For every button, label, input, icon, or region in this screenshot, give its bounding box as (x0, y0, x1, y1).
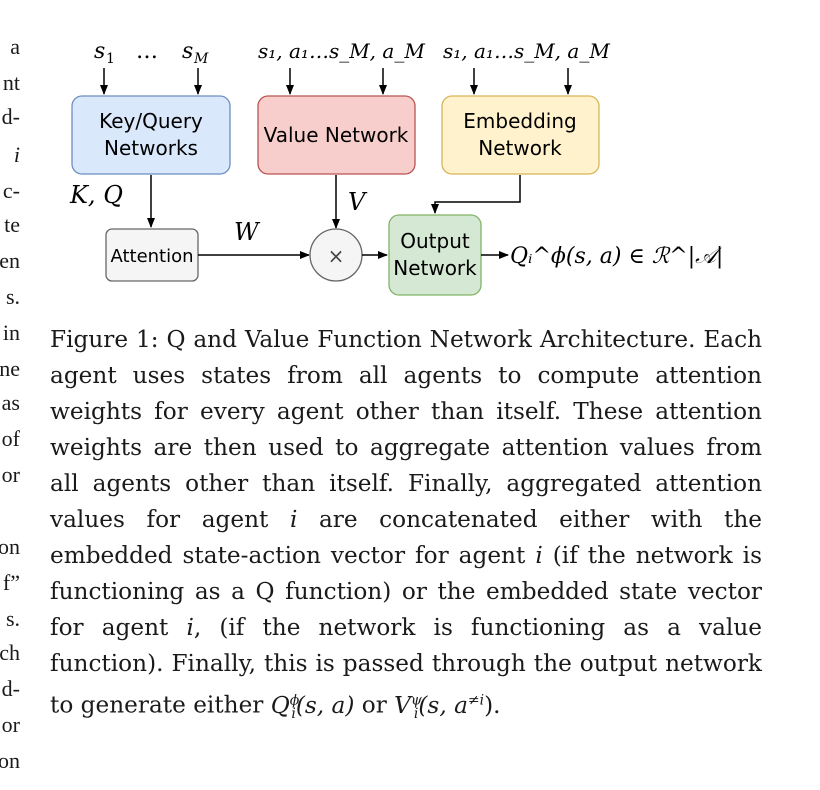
caption-body-2: are concatenated either with the embedde… (50, 506, 762, 569)
fragment: of (1, 426, 20, 451)
attention-label: Attention (110, 246, 193, 267)
fragment: c- (2, 178, 20, 203)
figure-title: Q and Value Function Network Architectur… (166, 326, 696, 353)
caption-body-3: (if the network is functioning as a Q fu… (50, 542, 762, 641)
fragment: or (1, 462, 20, 487)
fragment: en (0, 248, 20, 273)
output-label-2: Network (393, 256, 477, 280)
caption-body-1: Each agent uses states from all agents t… (50, 326, 762, 533)
value-network-label: Value Network (264, 123, 409, 147)
fragment: te (4, 212, 20, 237)
fragment: f” (2, 570, 20, 595)
fragment: a (10, 34, 20, 59)
v-args-close: ). (484, 691, 501, 719)
output-label-1: Output (400, 229, 470, 253)
caption-var-i: i (535, 542, 543, 569)
output-network-box (388, 214, 482, 296)
fragment: s. (5, 606, 20, 631)
fragment: on (0, 748, 20, 773)
v-args-sup: ≠i (467, 692, 485, 708)
fragment: d- (1, 104, 20, 129)
output-q-label: Qᵢ^ϕ(s, a) ∈ ℛ^|𝒜| (510, 244, 723, 269)
fragment: i (13, 142, 20, 167)
value-network-box (257, 95, 416, 175)
q-superscript: ϕ (289, 692, 300, 708)
architecture-diagram: s 1 … s M s₁, a₁…s_M, a_M s₁, a₁…s_M, a_… (0, 0, 820, 320)
caption-var-i: i (186, 614, 194, 641)
fragment: s. (5, 284, 20, 309)
key-query-inputs: s 1 … s M (94, 39, 209, 67)
q-subscript: i (291, 706, 296, 723)
key-query-networks-box (71, 95, 231, 175)
q-args: (s, a) (295, 691, 355, 719)
fragment: ne (0, 356, 20, 381)
arrow-embedding-to-output (431, 175, 521, 214)
multiply-icon: × (328, 244, 345, 268)
embedding-inputs: s₁, a₁…s_M, a_M (443, 39, 610, 63)
input-sM-sub: M (193, 51, 209, 67)
v-superscript: ψ (410, 692, 422, 708)
fragment: as (1, 390, 20, 415)
fragment: on (0, 534, 20, 559)
diagram-svg: s 1 … s M s₁, a₁…s_M, a_M s₁, a₁…s_M, a_… (69, 39, 723, 296)
v-subscript: i (413, 706, 419, 723)
key-query-label-1: Key/Query (99, 109, 203, 133)
embedding-label-2: Network (478, 136, 562, 160)
input-dots: … (136, 39, 158, 64)
embedding-network-box (441, 95, 600, 175)
v-symbol: V (394, 691, 411, 719)
edge-label-v: V (348, 188, 368, 216)
q-symbol: Q (270, 691, 290, 719)
value-inputs: s₁, a₁…s_M, a_M (258, 39, 425, 63)
caption-var-i: i (289, 506, 298, 533)
fragment: nt (2, 70, 20, 95)
fragment: ch (0, 640, 20, 665)
edge-label-w: W (234, 218, 261, 246)
caption-or: or (361, 691, 387, 719)
caption-q-math: Qϕi(s, a) (270, 691, 355, 723)
caption-v-math: Vψi(s, a≠i). (394, 691, 501, 723)
left-column-fragments: a nt d- i c- te en s. in ne as of or on … (0, 0, 24, 790)
input-sM: s (182, 39, 193, 64)
fragment: or (1, 712, 20, 737)
embedding-label-1: Embedding (463, 109, 576, 133)
edge-label-kq: K, Q (69, 181, 123, 209)
figure-caption: Figure 1: Q and Value Function Network A… (50, 322, 762, 732)
caption-body-4: , (if the network is functioning as a va… (50, 614, 762, 719)
input-s1-sub: 1 (106, 51, 115, 67)
v-args-open: (s, a (418, 691, 468, 719)
fragment: in (2, 320, 20, 345)
fragment: d- (1, 676, 20, 701)
input-s1: s (94, 39, 105, 64)
figure-label: Figure 1: (50, 326, 159, 353)
key-query-label-2: Networks (104, 136, 198, 160)
